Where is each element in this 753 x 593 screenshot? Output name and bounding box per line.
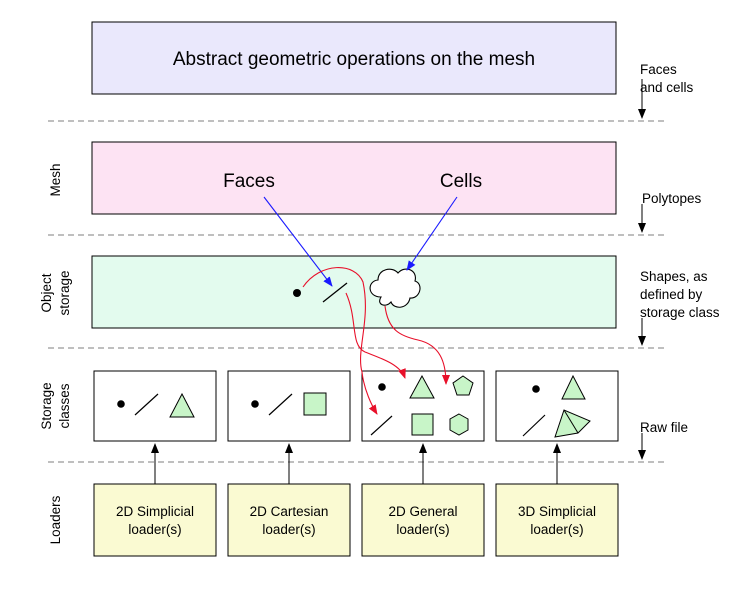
triangle-icon	[169, 392, 195, 418]
square-icon	[411, 413, 434, 436]
mesh-cells-label: Cells	[440, 171, 482, 192]
vertex-dot-icon	[378, 383, 386, 391]
edge-segment-icon	[134, 393, 159, 416]
triangle-icon	[561, 374, 586, 400]
vertex-dot-icon	[117, 400, 125, 408]
interface-shapes-line3: storage class	[640, 305, 720, 320]
loader-label-line1: 2D Cartesian	[250, 504, 329, 519]
tetrahedron-edge	[563, 409, 579, 434]
storage-to-class-arrows	[302, 267, 450, 415]
edge-segment-icon	[322, 282, 348, 303]
loader-label-line2: loader(s)	[530, 522, 583, 537]
layer-label-storage-classes-line1: Storage	[39, 382, 54, 429]
layer-separators	[48, 120, 665, 463]
storage-class-3d-simplicial	[495, 370, 619, 442]
loader-arrows	[151, 443, 561, 484]
interface-shapes-line2: defined by	[640, 287, 703, 302]
interface-faces-cells-line1: Faces	[640, 62, 677, 77]
loader-box	[495, 483, 619, 557]
hexagon-icon	[449, 413, 469, 436]
layer-label-mesh: Mesh	[48, 163, 63, 196]
cloud-to-pentagon-arrow	[384, 305, 450, 385]
pentagon-icon	[452, 375, 474, 396]
loader-label-line1: 2D Simplicial	[116, 504, 194, 519]
interface-polytopes: Polytopes	[642, 191, 702, 206]
storage-class-2d-general	[361, 370, 485, 442]
abstract-operations-box	[91, 21, 617, 95]
edge-to-general-arrow	[345, 292, 406, 379]
cells-to-cloud-arrow	[406, 196, 458, 271]
layer-label-loaders: Loaders	[48, 495, 63, 544]
vertex-dot-icon	[251, 400, 259, 408]
triangle-icon	[409, 374, 435, 399]
edge-segment-icon	[268, 393, 293, 416]
mesh-box	[91, 141, 617, 215]
loader-label-line1: 2D General	[388, 504, 457, 519]
loader-box	[361, 483, 485, 557]
layer-labels: Mesh Object storage Storage classes Load…	[39, 163, 72, 544]
storage-class-2d-simplicial	[93, 370, 217, 442]
edge-segment-icon	[522, 414, 546, 437]
layer-label-object-storage-line1: Object	[39, 273, 54, 312]
storage-class-2d-cartesian	[227, 370, 351, 442]
loader-box	[227, 483, 351, 557]
layer-label-storage-classes-line2: classes	[57, 383, 72, 428]
cloud-cell-icon	[369, 268, 421, 308]
interface-shapes-line1: Shapes, as	[640, 269, 708, 284]
layer-label-object-storage-line2: storage	[57, 270, 72, 315]
loader-label-line2: loader(s)	[128, 522, 181, 537]
interface-annotations: Faces and cells Polytopes Shapes, as def…	[638, 62, 720, 460]
loader-label-line1: 3D Simplicial	[518, 504, 596, 519]
storage-class-box	[227, 370, 351, 442]
mesh-faces-label: Faces	[223, 171, 275, 192]
loader-boxes: 2D Simplicial loader(s) 2D Cartesian loa…	[93, 483, 619, 557]
vertex-dot-icon	[532, 385, 540, 393]
storage-class-box	[495, 370, 619, 442]
loader-label-line2: loader(s)	[262, 522, 315, 537]
interface-raw-file: Raw file	[640, 420, 688, 435]
storage-class-box	[93, 370, 217, 442]
loader-label-line2: loader(s)	[396, 522, 449, 537]
edge-segment-icon	[370, 415, 393, 436]
dot-to-vertex-arrow	[302, 267, 378, 415]
object-storage-box	[91, 255, 617, 329]
vertex-dot-icon	[293, 289, 301, 297]
square-icon	[303, 392, 327, 416]
loader-box	[93, 483, 217, 557]
interface-faces-cells-line2: and cells	[640, 80, 694, 95]
abstract-operations-label: Abstract geometric operations on the mes…	[173, 49, 535, 70]
